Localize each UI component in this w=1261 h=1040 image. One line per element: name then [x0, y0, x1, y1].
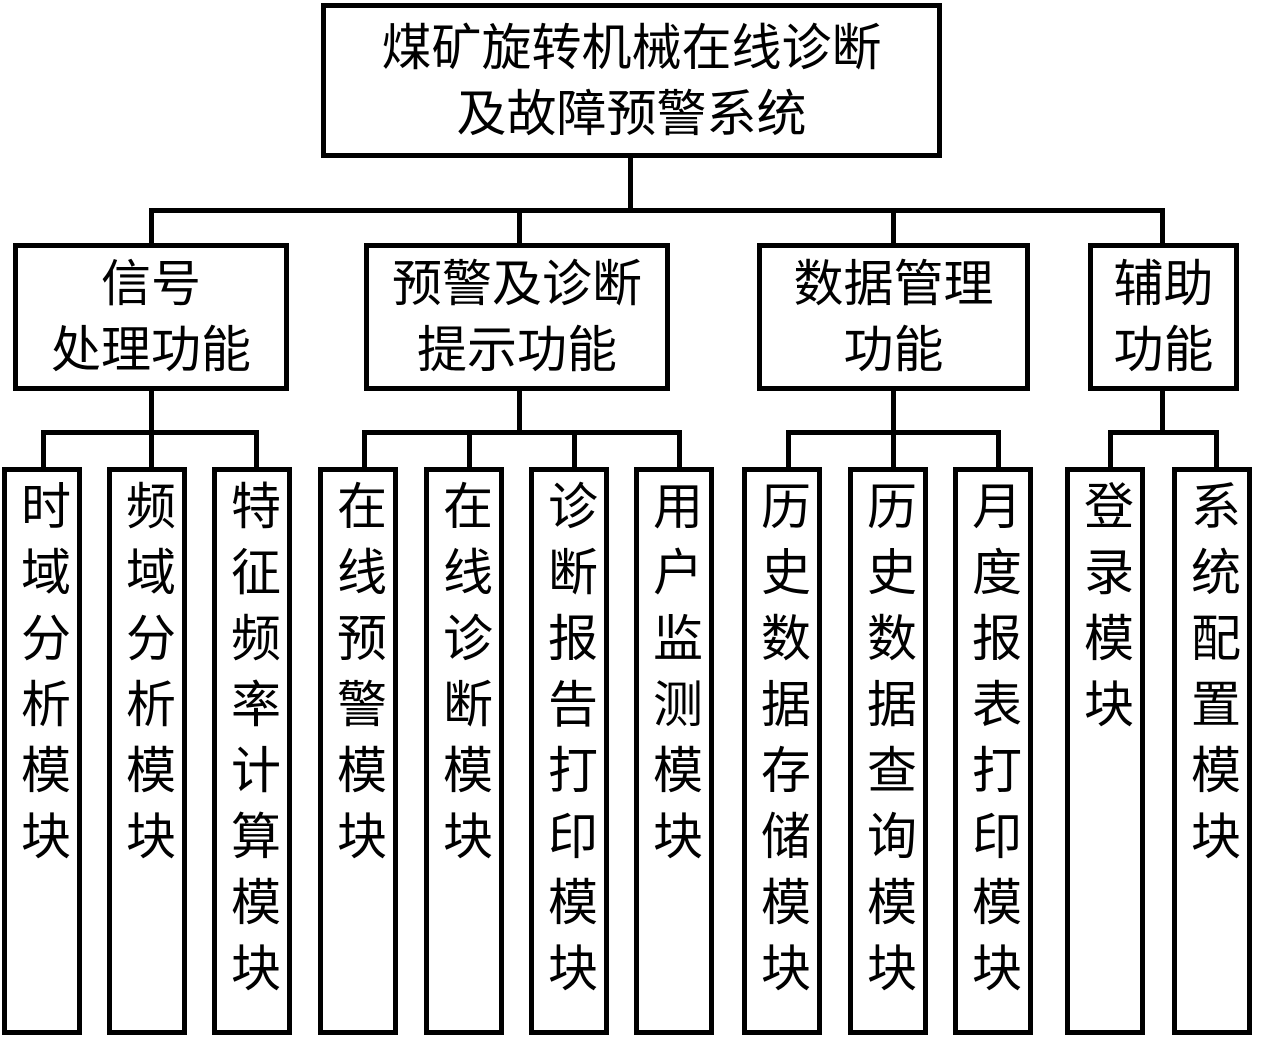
connector-leaf-8 — [786, 430, 791, 468]
module-label: 历史数据存储模块 — [753, 480, 811, 1008]
module-label: 特征频率计算模块 — [223, 480, 281, 1008]
module-box: 登录模块 — [1065, 467, 1145, 1035]
function-label: 数据管理 功能 — [793, 255, 994, 379]
connector-leaf-7 — [677, 430, 682, 468]
connector-root-down — [628, 158, 633, 210]
module-label: 系统配置模块 — [1183, 480, 1241, 876]
module-box: 历史数据查询模块 — [848, 467, 928, 1035]
module-label: 诊断报告打印模块 — [540, 480, 598, 1008]
module-box: 频域分析模块 — [107, 467, 187, 1035]
connector-level1-bus — [149, 208, 1165, 213]
module-label: 用户监测模块 — [645, 480, 703, 876]
module-label: 在线预警模块 — [329, 480, 387, 876]
module-label: 历史数据查询模块 — [859, 480, 917, 1008]
function-box-data-management: 数据管理 功能 — [757, 243, 1030, 391]
module-label: 在线诊断模块 — [435, 480, 493, 876]
module-box: 历史数据存储模块 — [742, 467, 822, 1035]
function-label: 信号 处理功能 — [51, 255, 251, 379]
connector-leaf-5 — [467, 430, 472, 468]
connector-func-4-down — [1160, 391, 1165, 433]
module-box: 在线预警模块 — [318, 467, 398, 1035]
connector-bus-func-2 — [362, 430, 682, 435]
root-system-box: 煤矿旋转机械在线诊断 及故障预警系统 — [321, 3, 942, 158]
connector-bus-func-4 — [1108, 430, 1219, 435]
connector-func-2-up — [517, 208, 522, 244]
module-box: 系统配置模块 — [1172, 467, 1252, 1035]
function-box-auxiliary: 辅助 功能 — [1088, 243, 1239, 391]
connector-leaf-2 — [149, 430, 154, 468]
function-label: 辅助 功能 — [1113, 255, 1214, 379]
connector-func-2-down — [517, 391, 522, 433]
module-label: 频域分析模块 — [118, 480, 176, 876]
module-box: 特征频率计算模块 — [212, 467, 292, 1035]
connector-func-3-down — [891, 391, 896, 433]
module-box: 用户监测模块 — [634, 467, 714, 1035]
connector-leaf-3 — [254, 430, 259, 468]
connector-leaf-9 — [891, 430, 896, 468]
module-box: 在线诊断模块 — [424, 467, 504, 1035]
module-box: 月度报表打印模块 — [953, 467, 1033, 1035]
connector-func-4-up — [1160, 208, 1165, 244]
function-box-signal-processing: 信号 处理功能 — [13, 243, 289, 391]
module-label: 时域分析模块 — [13, 480, 71, 876]
module-label: 登录模块 — [1076, 480, 1134, 744]
connector-leaf-10 — [996, 430, 1001, 468]
connector-func-1-up — [149, 208, 154, 244]
module-box: 时域分析模块 — [2, 467, 82, 1035]
connector-leaf-12 — [1214, 430, 1219, 468]
connector-leaf-11 — [1108, 430, 1113, 468]
function-label: 预警及诊断 提示功能 — [392, 255, 642, 379]
module-label: 月度报表打印模块 — [964, 480, 1022, 1008]
root-system-label: 煤矿旋转机械在线诊断 及故障预警系统 — [381, 18, 882, 143]
connector-leaf-6 — [572, 430, 577, 468]
connector-leaf-4 — [362, 430, 367, 468]
function-box-warning-diagnosis: 预警及诊断 提示功能 — [364, 243, 670, 391]
connector-func-1-down — [149, 391, 154, 433]
connector-leaf-1 — [41, 430, 46, 468]
module-box: 诊断报告打印模块 — [529, 467, 609, 1035]
connector-func-3-up — [891, 208, 896, 244]
